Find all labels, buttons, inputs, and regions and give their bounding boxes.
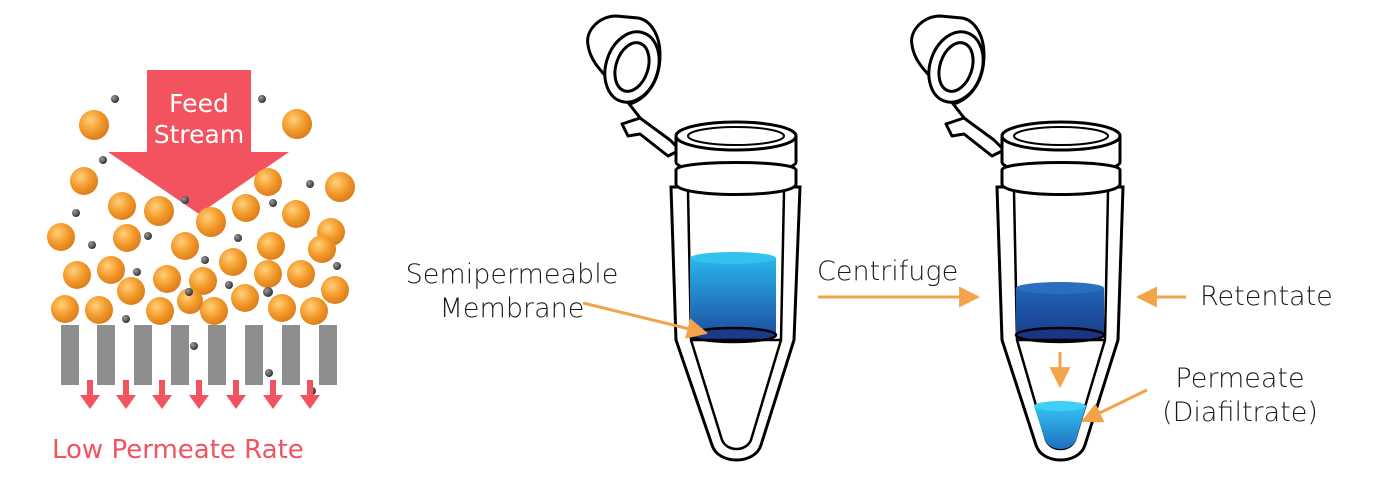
feed-line-1: Feed: [169, 89, 229, 118]
permeate-label: Permeate (Diafiltrate): [1140, 362, 1340, 430]
feed-line-2: Stream: [153, 120, 245, 149]
liquid-permeate: [1034, 406, 1086, 449]
retentate-label: Retentate: [1200, 281, 1333, 312]
low-permeate-rate-label: Low Permeate Rate: [52, 435, 304, 465]
permeate-arrows: [80, 380, 320, 409]
permeate-line-2: (Diafiltrate): [1162, 397, 1318, 428]
membrane-pointer: [582, 301, 709, 339]
liquid-retentate: [1016, 288, 1104, 335]
tube-lid-2: [910, 14, 1006, 158]
membrane-label: Semipermeable Membrane: [384, 258, 640, 326]
tube-before: [586, 14, 802, 462]
filtration-panel: [47, 70, 355, 409]
tube-after: [910, 14, 1125, 462]
small-particles: [72, 95, 341, 395]
membrane-line-2: Membrane: [439, 293, 585, 324]
membrane-line-1: Semipermeable: [405, 259, 619, 290]
large-particles: [47, 109, 355, 325]
permeate-line-1: Permeate: [1175, 363, 1305, 394]
feed-stream-arrow: [108, 70, 289, 214]
membrane-bars: [61, 325, 337, 385]
feed-stream-label: Feed Stream: [129, 88, 269, 150]
permeate-pointer: [1081, 388, 1148, 423]
tube-lid: [586, 14, 682, 158]
pointer-arrows: [582, 286, 1186, 423]
centrifuge-label: Centrifuge: [817, 256, 959, 287]
liquid-feed: [690, 258, 776, 335]
